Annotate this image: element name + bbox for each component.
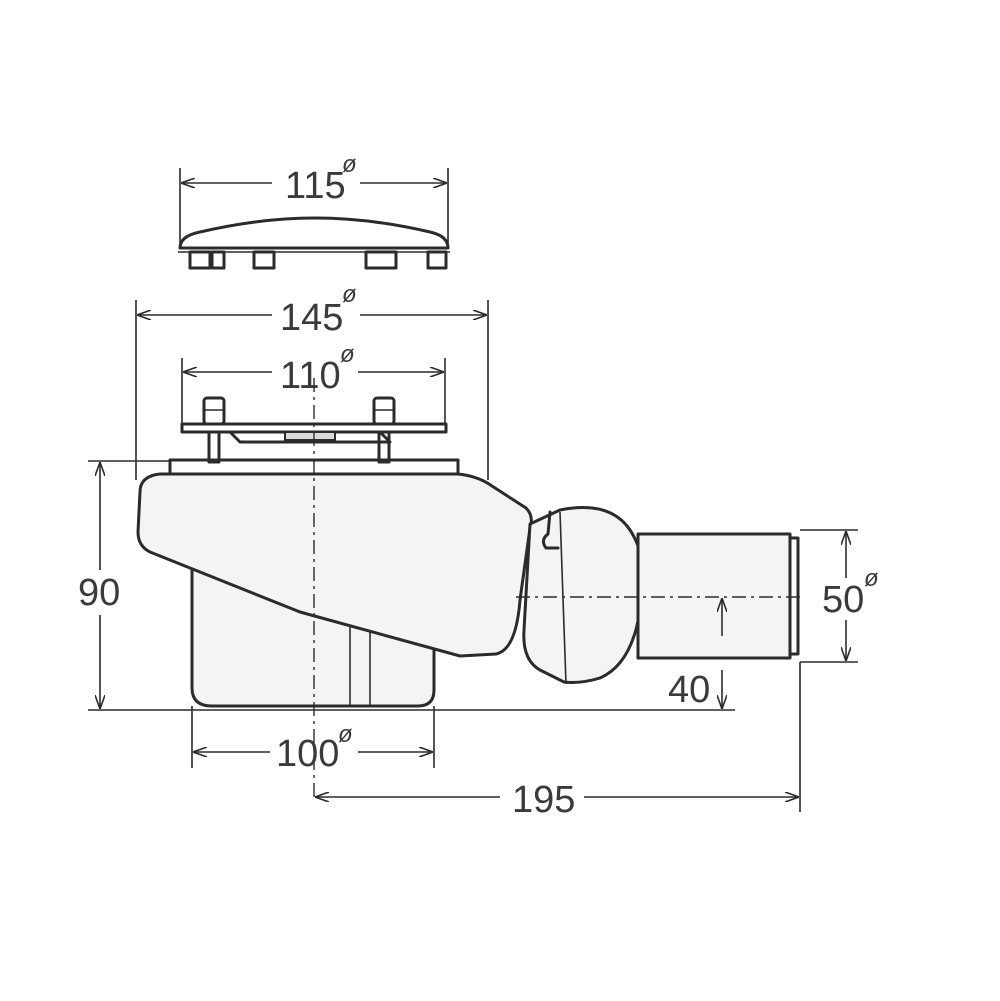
dim-total-value: 195	[512, 779, 575, 821]
dim-outlet-diameter: 50 ø	[800, 529, 879, 663]
dim-base-value: 100	[276, 733, 339, 775]
dim-cap-diameter: 115 ø	[179, 151, 449, 245]
dim-height: 90	[78, 460, 735, 711]
screw-left	[202, 396, 226, 464]
dim-height-value: 90	[78, 572, 120, 614]
dim-outlet-symbol: ø	[864, 565, 879, 592]
dim-outlet-height-value: 40	[668, 669, 710, 711]
dim-cap-symbol: ø	[342, 151, 357, 178]
dim-outer-diameter: 145 ø	[135, 281, 489, 480]
dim-outer-value: 145	[280, 297, 343, 339]
drain-cap	[178, 216, 450, 270]
dim-total-length: 195	[316, 662, 801, 821]
dim-grate-symbol: ø	[340, 341, 355, 368]
dim-base-symbol: ø	[338, 721, 353, 748]
dim-cap-value: 115	[285, 165, 346, 207]
dim-grate-value: 110	[280, 355, 341, 397]
dim-base-diameter: 100 ø	[191, 706, 435, 775]
dim-outlet-value: 50	[822, 579, 864, 621]
dim-outlet-height: 40	[668, 599, 722, 711]
drain-body	[136, 458, 800, 708]
dim-outer-symbol: ø	[342, 281, 357, 308]
screw-right	[372, 396, 396, 464]
dim-grate-diameter: 110 ø	[181, 341, 446, 425]
